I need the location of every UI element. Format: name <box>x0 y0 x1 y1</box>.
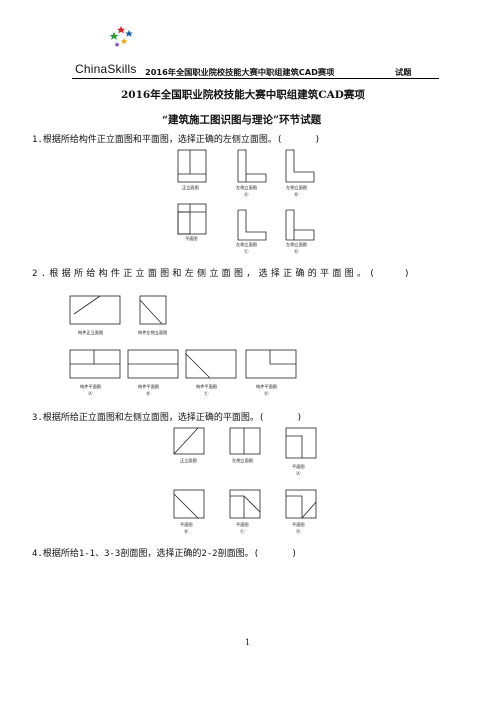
q2-front-label: 构件正立面图 <box>78 330 104 335</box>
logo-text: ChinaSkills <box>75 62 137 76</box>
q1-figures <box>177 149 315 241</box>
q2-option-c-label: 构件平面图 <box>196 384 217 389</box>
q2-option-c-marker: Ⓒ <box>204 392 209 397</box>
q2-left-label: 构件左侧立面图 <box>138 330 168 335</box>
q1-option-d <box>285 209 315 241</box>
q3-left-elevation <box>229 427 261 455</box>
q1-option-d-label: 左侧立面图 <box>286 242 307 247</box>
document-subtitle: “建筑施工图识图与理论”环节试题 <box>162 114 322 126</box>
q1-option-c-label: 左侧立面图 <box>236 242 257 247</box>
q3-option-a <box>285 427 317 459</box>
running-header-title: 2016年全国职业院校技能大赛中职组建筑CAD赛项 <box>145 67 335 77</box>
q3-option-a-marker: Ⓐ <box>296 472 301 477</box>
page-number: 1 <box>245 638 251 647</box>
document-title: 2016年全国职业院校技能大赛中职组建筑CAD赛项 <box>121 89 365 101</box>
q1-option-b-label: 左侧立面图 <box>286 185 307 190</box>
q1-option-a <box>237 149 267 183</box>
q3-option-d-marker: Ⓓ <box>296 530 301 535</box>
q2-left-elevation <box>139 295 167 325</box>
q2-option-a <box>69 349 121 379</box>
running-header-suffix: 试题 <box>395 67 412 77</box>
q2-option-d-marker: Ⓓ <box>264 392 269 397</box>
q3-option-b <box>173 489 205 519</box>
q2-option-d <box>245 349 297 379</box>
q3-left-label: 左侧立面图 <box>232 458 253 463</box>
q2-option-b <box>127 349 179 379</box>
q3-front-label: 正立面图 <box>180 458 197 463</box>
q2-option-b-label: 构件平面图 <box>138 384 159 389</box>
q2-option-a-marker: Ⓐ <box>88 392 93 397</box>
q2-option-a-label: 构件平面图 <box>80 384 101 389</box>
q3-figures <box>173 427 317 519</box>
q1-front-elevation <box>177 149 207 183</box>
q3-option-b-marker: Ⓑ <box>184 530 189 535</box>
q2-option-b-marker: Ⓑ <box>146 392 151 397</box>
q1-front-label: 正立面图 <box>182 185 199 190</box>
q1-option-a-label: 左侧立面图 <box>236 185 257 190</box>
question-4: 4.根据所给1-1、3-3剖面图，选择正确的2-2剖面图。( ) <box>32 549 297 559</box>
q3-option-c-marker: Ⓒ <box>240 530 245 535</box>
q1-plan-label: 平面图 <box>185 236 198 241</box>
q3-option-b-label: 平面图 <box>180 522 193 527</box>
q1-option-c <box>237 209 267 241</box>
q2-figures <box>69 295 297 379</box>
q1-option-d-marker: Ⓓ <box>294 250 299 255</box>
header-rule <box>72 78 439 79</box>
q3-option-d <box>285 489 317 519</box>
q3-front-elevation <box>173 427 205 455</box>
q2-option-d-label: 构件平面图 <box>256 384 277 389</box>
chinaskills-logo-icon <box>109 26 133 47</box>
q1-option-a-marker: Ⓐ <box>244 193 249 198</box>
q1-plan <box>177 203 207 235</box>
q3-option-a-label: 平面图 <box>292 464 305 469</box>
q3-option-d-label: 平面图 <box>292 522 305 527</box>
q1-option-b-marker: Ⓑ <box>294 193 299 198</box>
q2-option-c <box>185 349 237 379</box>
question-1: 1.根据所给构件正立面图和平面图，选择正确的左侧立面图。( ) <box>32 135 321 145</box>
q3-option-c-label: 平面图 <box>236 522 249 527</box>
q1-option-c-marker: Ⓒ <box>244 250 249 255</box>
q2-front-elevation <box>69 295 121 325</box>
question-2: 2.根据所给构件正立面图和左侧立面图，选择正确的平面图。( ) <box>32 269 413 279</box>
q1-option-b <box>285 149 315 183</box>
question-3: 3.根据所给正立面图和左侧立面图，选择正确的平面图。( ) <box>32 413 303 423</box>
q3-option-c <box>229 489 261 519</box>
